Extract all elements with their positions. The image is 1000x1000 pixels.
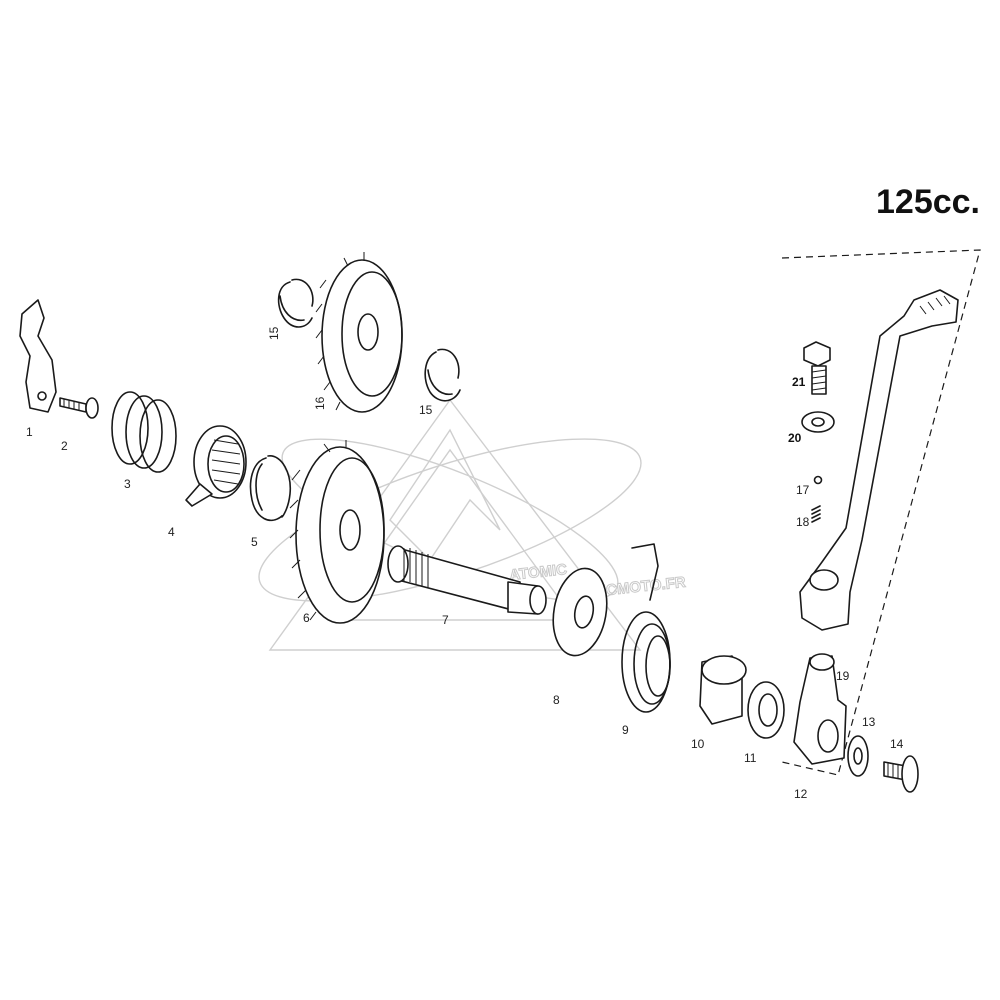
label-part-11: 11	[744, 751, 757, 765]
label-part-3: 3	[124, 477, 131, 491]
part-7-shaft	[387, 545, 547, 615]
label-part-2: 2	[61, 439, 68, 453]
part-11-seal	[747, 681, 785, 739]
watermark-brand: ATOMIC	[509, 561, 568, 584]
part-1-lock-plate	[19, 299, 57, 413]
diagram-title: 125cc.	[876, 183, 980, 221]
part-10-bushing	[699, 655, 747, 725]
part-12-pivot-block	[793, 653, 847, 765]
label-part-13: 13	[862, 715, 876, 729]
label-part-8: 8	[553, 693, 560, 707]
part-13-washer	[847, 735, 869, 777]
part-3-spring	[111, 391, 177, 473]
label-part-17: 17	[796, 483, 810, 497]
part-2-screw	[59, 397, 99, 419]
label-part-21: 21	[792, 375, 806, 389]
part-21-bolt	[803, 341, 831, 395]
label-part-16: 16	[313, 396, 327, 410]
part-5-circlip	[249, 455, 292, 522]
label-part-14: 14	[890, 737, 904, 751]
part-6-gear	[289, 440, 385, 624]
part-8-washer	[552, 567, 608, 657]
label-part-9: 9	[622, 723, 629, 737]
label-part-15-right: 15	[419, 403, 433, 417]
part-18-spring	[811, 505, 821, 523]
label-part-1: 1	[26, 425, 33, 439]
label-part-4: 4	[168, 525, 175, 539]
kick-lever	[799, 289, 959, 631]
lever-group-outline	[781, 249, 981, 776]
part-20-washer	[801, 411, 835, 433]
label-part-18: 18	[796, 515, 810, 529]
part-15-circlip-left	[277, 278, 314, 328]
label-part-20: 20	[788, 431, 802, 445]
part-16-gear	[315, 252, 403, 413]
part-labels: 1 2 3 4 5 6 7 8 9 10 11 12 13 14 15 15 1…	[26, 326, 904, 801]
part-17-ball	[813, 475, 823, 485]
part-4-ratchet	[185, 425, 247, 507]
label-part-19: 19	[836, 669, 850, 683]
label-part-15-left: 15	[267, 326, 281, 340]
label-part-5: 5	[251, 535, 258, 549]
label-part-7: 7	[442, 613, 449, 627]
part-9-return-spring	[621, 543, 671, 713]
label-part-12: 12	[794, 787, 808, 801]
part-15-circlip-right	[424, 348, 461, 402]
label-part-10: 10	[691, 737, 705, 751]
part-14-bolt	[883, 755, 919, 793]
label-part-6: 6	[303, 611, 310, 625]
